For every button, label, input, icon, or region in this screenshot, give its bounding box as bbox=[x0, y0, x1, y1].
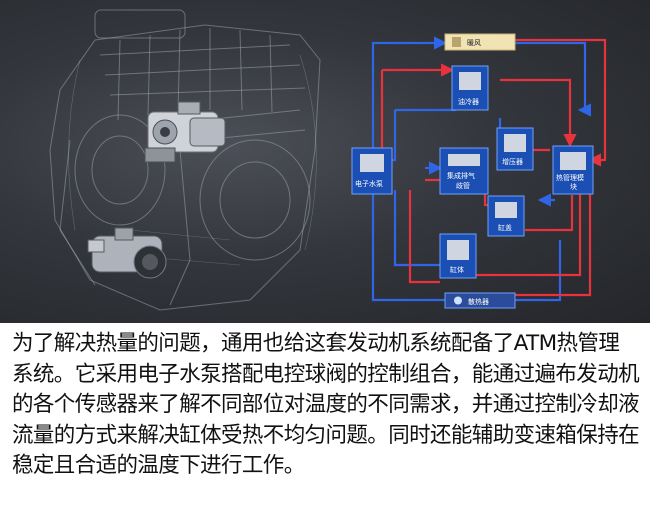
node-exhaust-manifold-label2: 歧管 bbox=[456, 181, 470, 190]
cold-coolant-lines bbox=[371, 36, 591, 302]
engine-thermal-illustration: 暖风 散热器 油冷器 电子水泵 增压器 bbox=[0, 0, 650, 323]
node-cylinder-block: 缸体 bbox=[439, 233, 477, 279]
node-thermal-module: 热管理模 块 bbox=[552, 145, 594, 195]
node-oil-cooler-label: 油冷器 bbox=[458, 97, 479, 106]
node-thermal-module-label1: 热管理模 bbox=[556, 173, 584, 182]
caption-text: 为了解决热量的问题，通用也给这套发动机系统配备了ATM热管理系统。它采用电子水泵… bbox=[12, 331, 640, 478]
node-oil-cooler: 油冷器 bbox=[451, 65, 489, 111]
node-water-pump-label: 电子水泵 bbox=[355, 179, 383, 188]
hot-coolant-lines bbox=[380, 38, 607, 297]
node-exhaust-manifold: 集成排气 歧管 bbox=[439, 147, 489, 195]
caption-panel: 为了解决热量的问题，通用也给这套发动机系统配备了ATM热管理系统。它采用电子水泵… bbox=[0, 323, 650, 516]
node-compressor: 增压器 bbox=[496, 127, 534, 171]
radiator-box: 散热器 bbox=[444, 292, 516, 309]
node-cylinder-head-label: 缸盖 bbox=[498, 223, 512, 232]
node-cylinder-block-label: 缸体 bbox=[450, 265, 464, 274]
coolant-flow-diagram: 暖风 散热器 油冷器 电子水泵 增压器 bbox=[351, 33, 607, 309]
node-compressor-label: 增压器 bbox=[502, 157, 523, 166]
thermal-module-part bbox=[144, 101, 226, 163]
node-cylinder-head: 缸盖 bbox=[487, 195, 525, 237]
node-exhaust-manifold-label1: 集成排气 bbox=[447, 171, 475, 180]
node-thermal-module-label2: 块 bbox=[570, 182, 577, 191]
node-electric-water-pump: 电子水泵 bbox=[351, 147, 393, 195]
electric-water-pump-part bbox=[87, 227, 167, 279]
radiator-label: 散热器 bbox=[468, 297, 489, 306]
heater-box: 暖风 bbox=[444, 33, 516, 51]
engine-xray-image bbox=[49, 9, 321, 311]
heater-label: 暖风 bbox=[467, 39, 481, 47]
